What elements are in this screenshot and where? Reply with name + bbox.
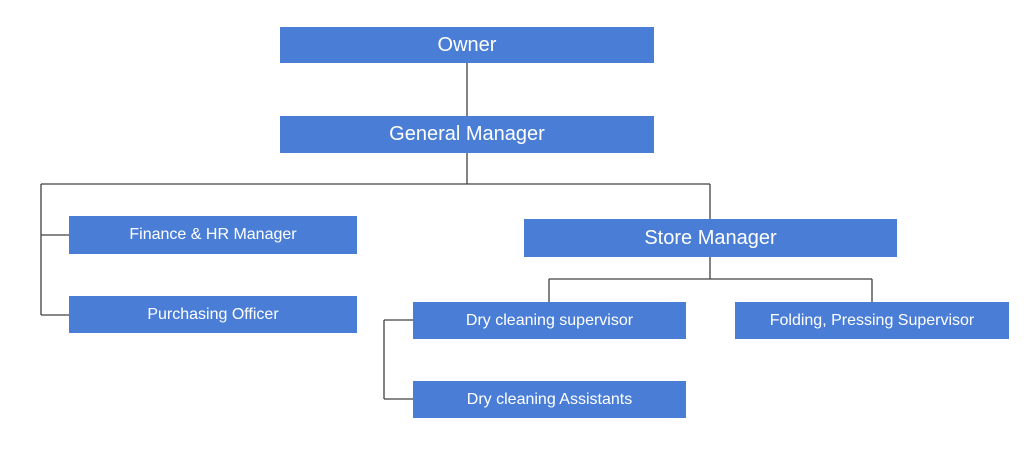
node-purchasing-officer: Purchasing Officer [69, 296, 357, 333]
node-dry-cleaning-supervisor: Dry cleaning supervisor [413, 302, 686, 339]
node-finance-hr-manager-label: Finance & HR Manager [129, 226, 297, 243]
node-store-manager-label: Store Manager [644, 226, 777, 249]
node-owner-label: Owner [437, 33, 497, 56]
node-general-manager: General Manager [280, 116, 654, 153]
node-general-manager-label: General Manager [389, 123, 545, 145]
node-folding-pressing-supervisor-label: Folding, Pressing Supervisor [769, 311, 975, 329]
node-owner: Owner [280, 27, 654, 63]
node-finance-hr-manager: Finance & HR Manager [69, 216, 357, 254]
node-dry-cleaning-assistants: Dry cleaning Assistants [413, 381, 686, 418]
node-store-manager: Store Manager [524, 219, 897, 257]
node-dry-cleaning-supervisor-label: Dry cleaning supervisor [465, 311, 634, 329]
node-purchasing-officer-label: Purchasing Officer [147, 305, 279, 323]
node-dry-cleaning-assistants-label: Dry cleaning Assistants [466, 390, 633, 408]
node-folding-pressing-supervisor: Folding, Pressing Supervisor [735, 302, 1009, 339]
